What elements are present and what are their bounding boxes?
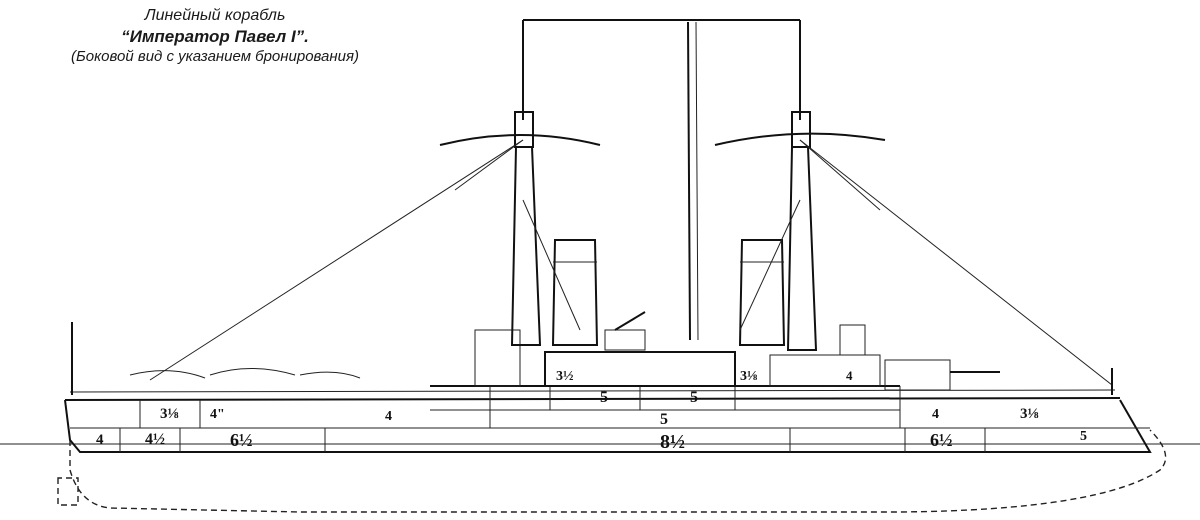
wireless-mast-2: [695, 21, 699, 341]
aft-turret: [884, 359, 951, 391]
boat-fore: [129, 370, 206, 379]
armor-label-casemate-1: 5: [600, 389, 608, 406]
fore-turret-gun: [614, 311, 646, 331]
aft-bridge: [839, 324, 866, 356]
aft-superstructure: [769, 354, 881, 387]
fore-turret: [604, 329, 646, 351]
hull-outline: [64, 399, 1152, 453]
armor-label-hull-fore-2: 4½: [145, 431, 165, 448]
drawing-caption: Линейный корабль “Император Павел I”. (Б…: [0, 6, 430, 67]
underwater-hull: [69, 429, 1167, 513]
boat-aft: [299, 371, 361, 379]
fore-bridge: [474, 329, 521, 387]
fore-funnel: [551, 239, 599, 346]
main-top: [714, 132, 886, 146]
caption-ship-type: Линейный корабль: [144, 7, 286, 24]
aft-funnel: [738, 239, 786, 346]
rigging: [149, 139, 1113, 386]
armor-label-casemate-3: 5: [660, 411, 668, 428]
main-deck-line: [64, 397, 1121, 401]
caption-ship-name: “Император Павел I”.: [121, 27, 309, 46]
caption-subtitle: (Боковой вид с указанием бронирования): [71, 48, 359, 65]
boat-mid: [209, 368, 296, 376]
rudder: [57, 477, 79, 506]
armor-label-upper-aft-3: 3⅛: [1020, 406, 1039, 422]
fore-top: [439, 134, 601, 146]
armor-label-turret-fore: 3½: [556, 369, 574, 384]
armor-label-hull-fore-1: 4: [96, 432, 104, 448]
armor-labels: 4 4½ 6½ 8½ 6½ 3⅛ 4" 4 5 5 5 3½ 3⅛ 4 4 3⅛ 5: [96, 368, 1087, 453]
armor-label-upper-fore-2: 4": [210, 407, 225, 422]
armor-label-hull-mid: 8½: [660, 431, 685, 453]
armor-label-stern: 5: [1080, 429, 1087, 444]
armor-label-hull-fore-3: 6½: [230, 430, 253, 450]
main-mast: [786, 20, 818, 351]
armor-label-hull-aft: 6½: [930, 430, 953, 450]
armor-label-casemate-2: 5: [690, 389, 698, 406]
armor-label-turret-aft: 3⅛: [740, 369, 758, 384]
armor-label-upper-aft-2: 4: [932, 407, 939, 422]
bulwark-line: [69, 389, 1116, 393]
wireless-mast: [687, 21, 691, 341]
armor-label-upper-fore-3: 4: [385, 409, 392, 424]
belt-divisions: [119, 386, 986, 452]
central-superstructure: [544, 351, 736, 387]
armor-label-upper-aft-1: 4: [846, 368, 853, 383]
armor-label-upper-fore-1: 3⅛: [160, 406, 179, 422]
fore-mast: [510, 20, 542, 346]
